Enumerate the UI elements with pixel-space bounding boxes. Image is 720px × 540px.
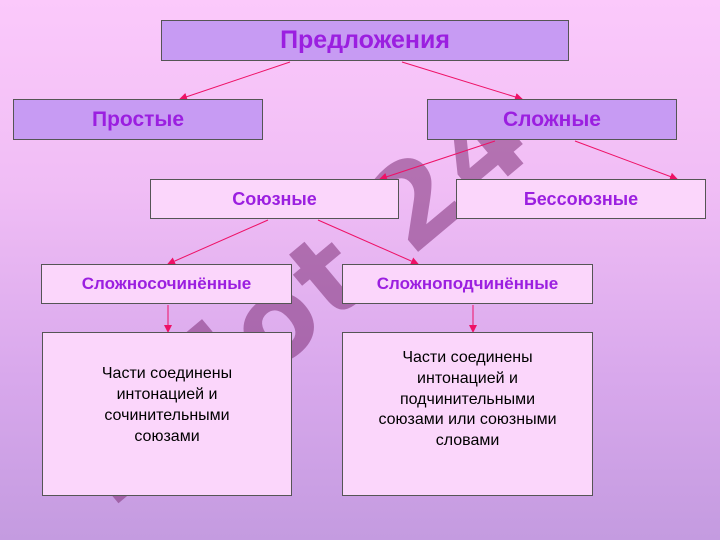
node-complex-label: Сложные [503, 107, 601, 131]
arrow-title-to-complex [401, 61, 523, 101]
arrow-union-to-coordinate [167, 219, 269, 265]
arrow-union-to-subordinate [317, 219, 419, 265]
node-sentences: Предложения [161, 20, 569, 61]
node-union: Союзные [150, 179, 399, 219]
node-simple: Простые [13, 99, 263, 140]
arrow-title-to-simple [179, 61, 291, 101]
node-nonunion: Бессоюзные [456, 179, 706, 219]
node-subordinate-label: Сложноподчинённые [376, 274, 559, 293]
node-sentences-label: Предложения [280, 26, 450, 54]
subordinate-description-text: Части соединены интонацией и подчинитель… [378, 349, 557, 450]
node-coordinate: Сложносочинённые [41, 264, 292, 304]
node-simple-label: Простые [91, 107, 185, 131]
node-coordinate-label: Сложносочинённые [81, 274, 252, 293]
coordinate-description: Части соединены интонацией и сочинительн… [42, 332, 292, 496]
arrow-complex-to-nonunion [574, 140, 678, 181]
node-nonunion-label: Бессоюзные [523, 188, 639, 209]
node-union-label: Союзные [232, 188, 317, 209]
node-complex: Сложные [427, 99, 677, 140]
arrow-complex-to-union [379, 140, 496, 181]
coordinate-description-text: Части соединены интонацией и сочинительн… [101, 365, 233, 445]
subordinate-description: Части соединены интонацией и подчинитель… [342, 332, 593, 496]
node-subordinate: Сложноподчинённые [342, 264, 593, 304]
